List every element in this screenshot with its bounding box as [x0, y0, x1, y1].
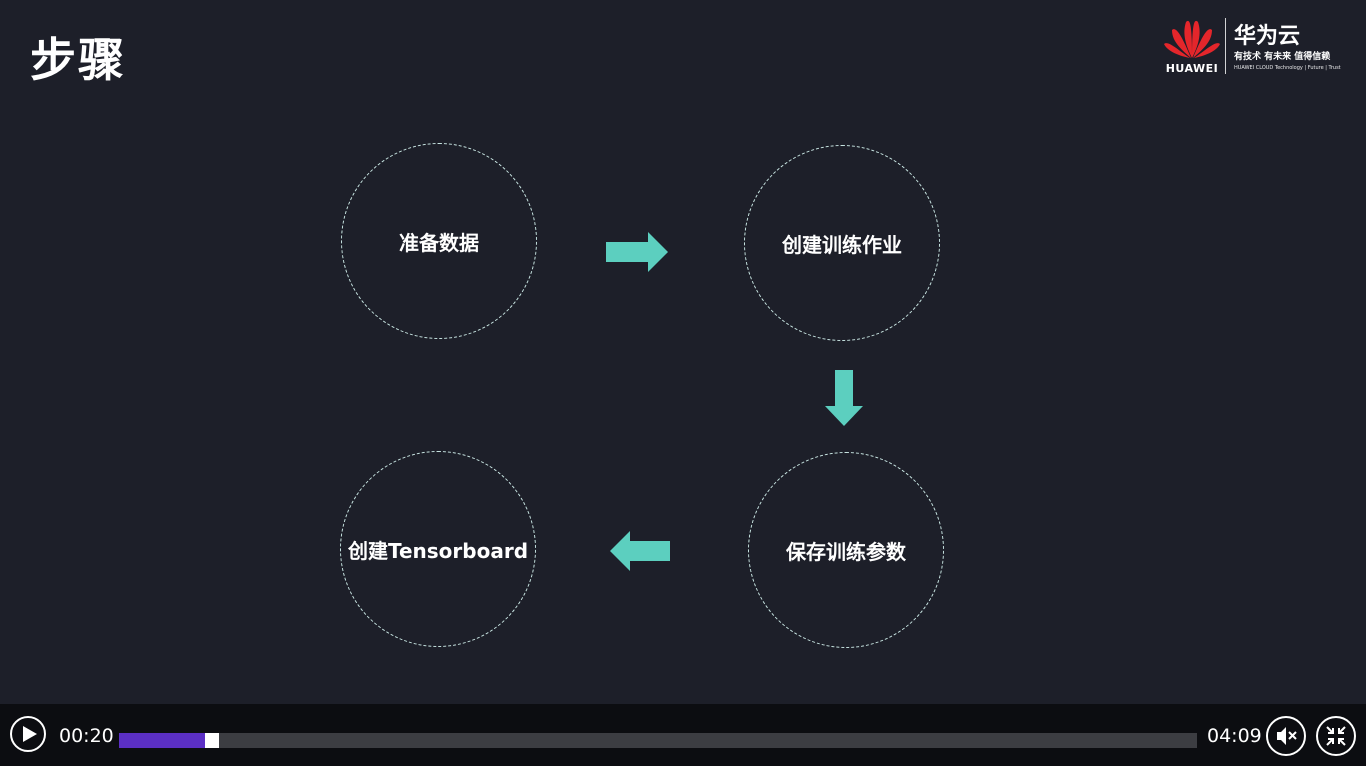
huawei-flower-icon — [1164, 20, 1220, 58]
progress-played — [119, 733, 205, 748]
step-circle-create-tensorboard: 创建Tensorboard — [340, 451, 536, 647]
video-player-controls: 00:20 04:09 — [0, 704, 1366, 766]
step-label: 准备数据 — [399, 230, 479, 255]
duration-time: 04:09 — [1207, 725, 1262, 747]
logo-name-cn: 华为云 — [1234, 24, 1301, 49]
step-label: 创建训练作业 — [782, 232, 902, 257]
progress-bar[interactable] — [119, 733, 1197, 748]
mute-button[interactable] — [1266, 716, 1306, 756]
arrow-down-icon — [825, 370, 863, 426]
play-button[interactable] — [10, 716, 46, 752]
step-circle-create-training-job: 创建训练作业 — [744, 145, 940, 341]
progress-handle[interactable] — [205, 733, 219, 748]
logo-tagline: HUAWEI CLOUD Technology | Future | Trust — [1234, 65, 1341, 71]
arrow-right-icon — [606, 232, 668, 272]
play-icon — [23, 726, 37, 742]
exit-fullscreen-button[interactable] — [1316, 716, 1356, 756]
step-label: 保存训练参数 — [786, 539, 906, 564]
logo-divider — [1225, 18, 1226, 74]
step-circle-prepare-data: 准备数据 — [341, 143, 537, 339]
logo-brand-text: HUAWEI — [1165, 62, 1219, 75]
logo-slogan: 有技术 有未来 值得信赖 — [1234, 52, 1331, 62]
step-label: 创建Tensorboard — [347, 538, 529, 563]
volume-muted-icon — [1277, 727, 1297, 745]
huawei-cloud-logo: HUAWEI 华为云 有技术 有未来 值得信赖 HUAWEI CLOUD Tec… — [1162, 16, 1356, 76]
current-time: 00:20 — [59, 725, 114, 747]
slide-title: 步骤 — [30, 33, 126, 87]
exit-fullscreen-icon — [1326, 726, 1346, 746]
video-slide: 步骤 HUAWEI 华为云 有技术 有未来 值得信赖 HUAWEI CLOUD … — [30, 16, 1356, 648]
arrow-left-icon — [610, 531, 670, 571]
step-circle-save-training-params: 保存训练参数 — [748, 452, 944, 648]
